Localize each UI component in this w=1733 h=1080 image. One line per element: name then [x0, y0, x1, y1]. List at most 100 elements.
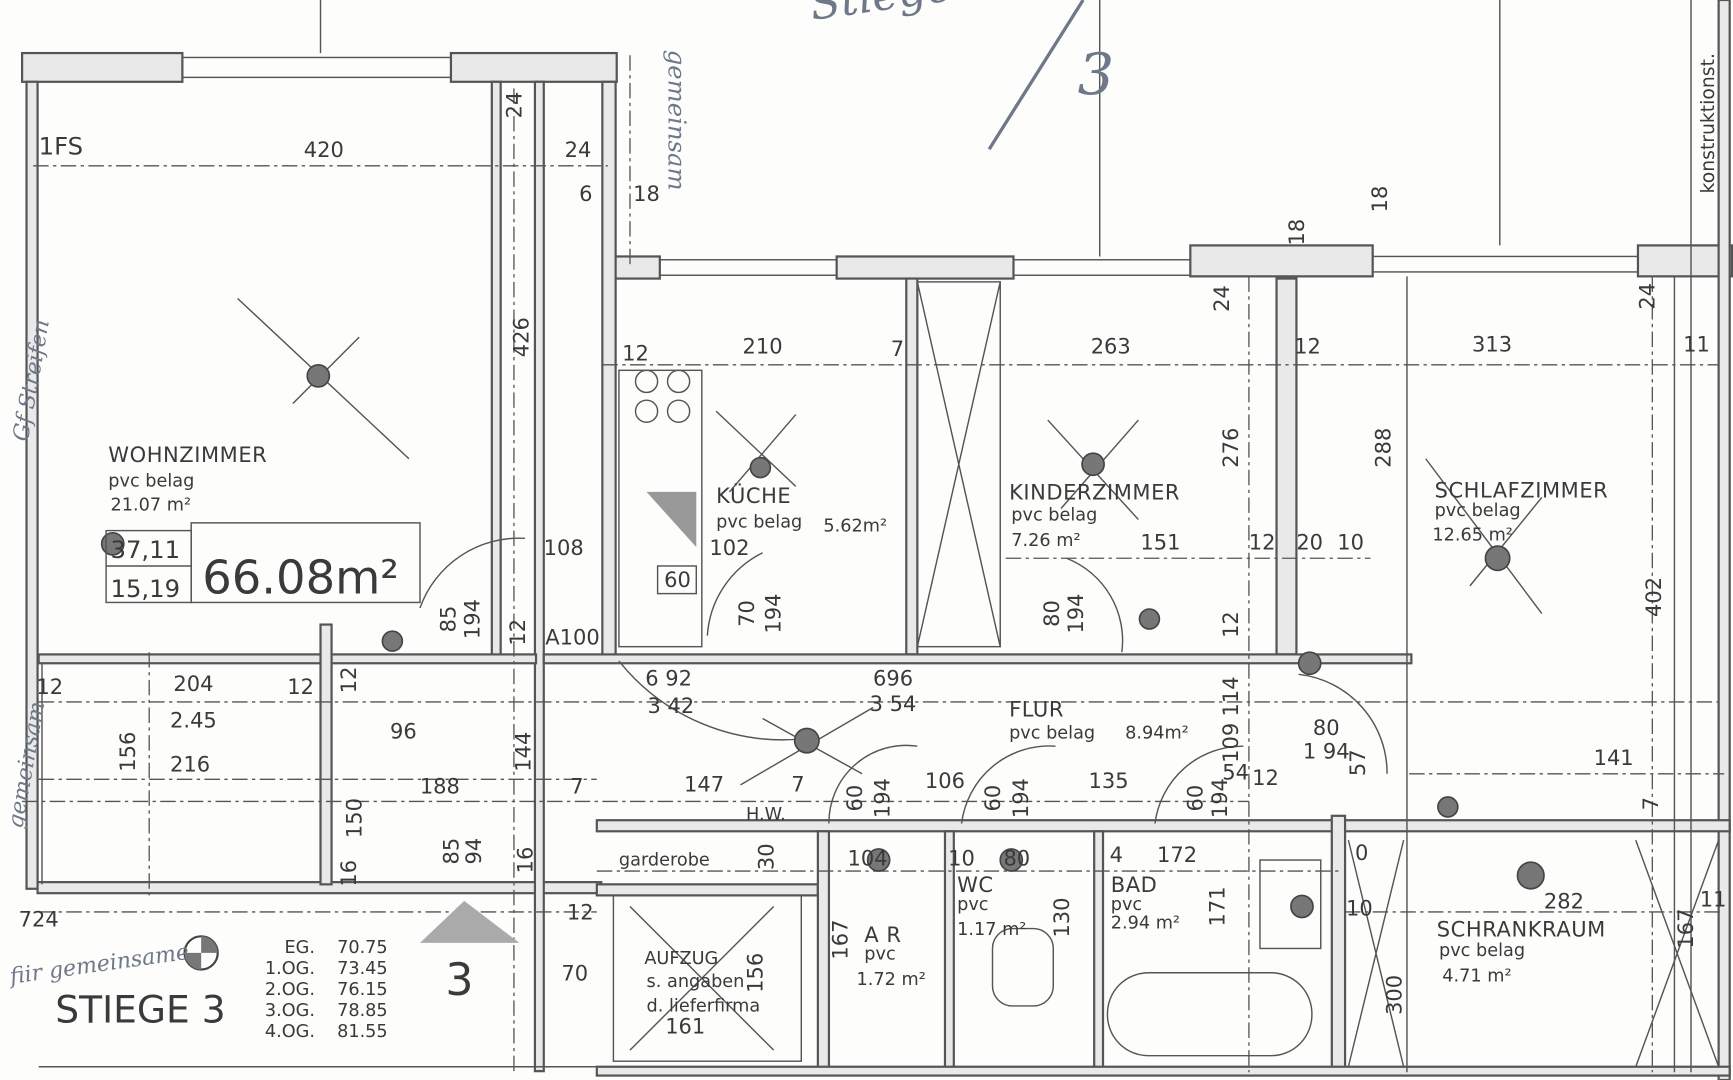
dimension-label: 3 42 — [647, 694, 694, 718]
dimension-label: 60 — [664, 568, 691, 592]
stair-label: STIEGE 3 — [55, 988, 225, 1032]
dimension-label: 2.45 — [170, 708, 217, 732]
dimension-label: 12 — [506, 619, 530, 646]
dimension-label: 171 — [1206, 886, 1230, 926]
level-floor: EG. — [285, 938, 315, 958]
wall-stair-mid — [319, 623, 333, 886]
room-schrankraum: SCHRANKRAUM pvc belag 4.71 m² — [1437, 917, 1606, 986]
dimension-label: 16 — [337, 860, 361, 887]
dimension-label: 7 — [570, 775, 583, 799]
dimension-label: 12 — [337, 666, 361, 693]
dimension-label: 60 — [981, 785, 1005, 812]
stair-number: 3 — [445, 955, 473, 1006]
room-area: 21.07 m² — [111, 496, 192, 516]
wardrobe-cross-icon — [916, 281, 1001, 647]
wall-pillar-left — [490, 80, 502, 664]
dimension-lines — [22, 55, 1725, 1073]
dimension-label: 11 — [1700, 887, 1727, 911]
dimension-label: 24 — [503, 92, 527, 119]
switch-icon — [1437, 796, 1459, 818]
dimension-label: 12 — [36, 675, 63, 699]
dimension-label: 12 — [287, 675, 314, 699]
room-name: BAD — [1111, 873, 1158, 897]
ceiling-light-icon — [1484, 545, 1511, 572]
level-table: EG. 70.75 1.OG. 73.45 2.OG. 76.15 3.OG. … — [265, 938, 388, 1042]
area-subtotal-bottom: 15,19 — [111, 574, 181, 603]
level-height: 81.55 — [337, 1022, 388, 1042]
fs-mark: 1FS — [39, 132, 83, 161]
dimension-label: 1 94 — [1303, 739, 1350, 763]
dimension-label: 172 — [1157, 843, 1197, 867]
area-subtotal-top: 37,11 — [111, 535, 181, 564]
dimension-label: 420 — [304, 138, 344, 162]
wall-corridor-bottom — [595, 819, 1731, 833]
wall-top-4 — [1636, 244, 1733, 278]
dimension-label: 10 — [1346, 896, 1373, 920]
walls — [20, 0, 1733, 1080]
dimension-label: 282 — [1544, 890, 1584, 914]
room-bad: BAD pvc 2.94 m² — [1111, 873, 1180, 933]
fridge-box — [656, 565, 698, 595]
dimension-label: 156 — [744, 953, 768, 993]
room-name: KÜCHE — [716, 483, 791, 508]
dimension-label: 167 — [1674, 909, 1698, 949]
dimension-label: 696 — [873, 666, 913, 690]
dimension-label: 20 — [1296, 530, 1323, 554]
dimension-label: 24 — [1636, 283, 1660, 310]
elevator-note: s. angaben — [647, 972, 745, 992]
dimension-label: 10 — [1337, 530, 1364, 554]
room-name: FLUR — [1009, 697, 1064, 721]
room-area: 1.17 m² — [957, 920, 1026, 940]
wall-kitchen-left — [601, 80, 617, 664]
dimension-label: 57 — [1346, 749, 1370, 776]
level-height: 76.15 — [337, 980, 388, 1000]
dimension-label: 216 — [170, 753, 210, 777]
level-height: 73.45 — [337, 959, 388, 979]
window-schlafzimmer — [1371, 255, 1639, 273]
dimension-label: 156 — [116, 732, 140, 772]
ceiling-lights — [100, 297, 1545, 919]
ceiling-light-icon — [1290, 894, 1314, 919]
dimension-label: 24 — [565, 138, 592, 162]
dimension-label: 85 — [436, 606, 460, 633]
area-summary: 66.08m² 37,11 15,19 — [105, 522, 421, 605]
stair-landing-icon — [419, 900, 520, 943]
room-schlafzimmer: SCHLAFZIMMER pvc belag 12.65 m² — [1432, 478, 1607, 545]
wall-corridor-top — [542, 653, 1413, 665]
stove-burner-icon — [666, 369, 691, 394]
sink-icon — [646, 491, 697, 548]
room-area: 2.94 m² — [1111, 914, 1180, 934]
toilet-icon — [991, 927, 1055, 1007]
door-wc — [960, 745, 1056, 824]
dimension-label: 6 92 — [645, 666, 692, 690]
dimension-label: 12 — [622, 341, 649, 365]
level-floor: 4.OG. — [265, 1022, 315, 1042]
room-wohnzimmer: WOHNZIMMER pvc belag 21.07 m² — [108, 443, 266, 516]
ceiling-light-icon — [793, 727, 820, 754]
dimension-label: 12 — [1249, 530, 1276, 554]
room-floor: pvc belag — [1011, 506, 1097, 526]
dimension-label: 24 — [1210, 285, 1234, 312]
wall-top-left — [20, 51, 184, 83]
switch-icon — [100, 531, 125, 556]
wall-elevator-top — [595, 883, 819, 897]
dimension-label: 96 — [390, 719, 417, 743]
dimension-label: 7 — [891, 337, 904, 361]
dimension-label: 194 — [461, 599, 485, 639]
construction-note: konstruktionst. — [1698, 53, 1719, 193]
wall-top-3 — [1189, 244, 1374, 278]
wall-kueche-right — [905, 277, 919, 656]
dimension-label: 18 — [1368, 186, 1392, 213]
window-wohnzimmer — [181, 56, 452, 79]
dimension-label: 724 — [19, 907, 59, 931]
window-kueche — [659, 259, 838, 276]
dimension-label: 426 — [509, 317, 533, 357]
dimension-label: 85 — [440, 838, 464, 865]
handwritten-bottom: fiir gemeinsame — [6, 939, 190, 990]
dimension-label: 70 — [735, 600, 759, 627]
dimension-label: 204 — [173, 672, 213, 696]
room-name: SCHRANKRAUM — [1437, 917, 1606, 941]
elevator-note: d. lieferfirma — [647, 996, 761, 1016]
wall-top-mid — [449, 51, 618, 83]
